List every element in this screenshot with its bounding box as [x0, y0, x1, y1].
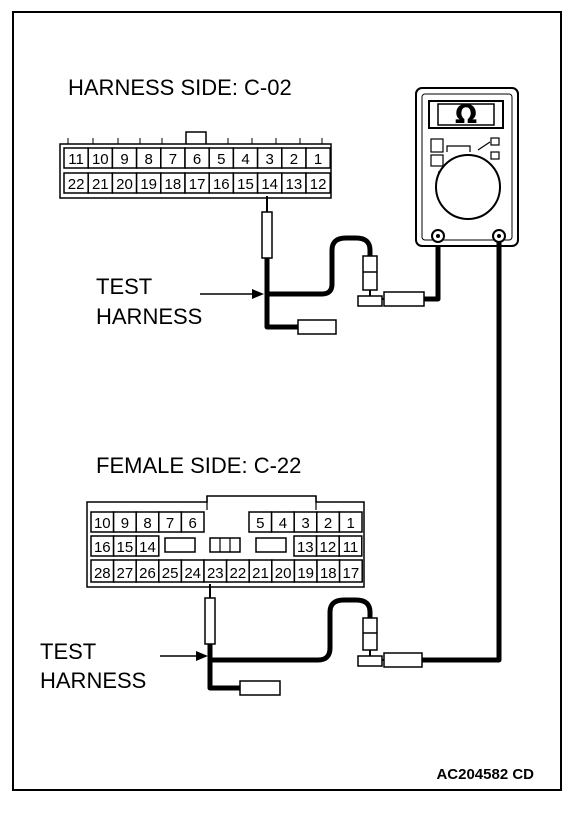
meter-return-wire [420, 242, 502, 663]
connector-bottom-title: FEMALE SIDE: C-22 [96, 453, 301, 478]
test-harness-bottom-line2: HARNESS [40, 668, 146, 693]
cavity-top-12 [305, 172, 331, 194]
cavity-bottom-13-label: 13 [297, 539, 314, 556]
cavity-bottom-19-label: 19 [297, 565, 314, 582]
cavity-top-9-label: 9 [120, 151, 128, 168]
ohm-symbol-icon: Ω [455, 100, 477, 130]
cavity-top-6-label: 6 [193, 151, 201, 168]
cavity-bottom-17 [338, 559, 363, 583]
connector-top-title: HARNESS SIDE: C-02 [68, 75, 292, 100]
cavity-top-10-label: 10 [92, 151, 109, 168]
cavity-top-2-label: 2 [290, 151, 298, 168]
cavity-top-18-label: 18 [165, 176, 182, 193]
cavity-bottom-3-label: 3 [301, 515, 309, 532]
cavity-top-16-label: 16 [213, 176, 230, 193]
cavity-top-12-label: 12 [310, 176, 327, 193]
cavity-bottom-1 [338, 511, 363, 533]
cavity-bottom-27-label: 27 [117, 565, 134, 582]
cavity-bottom-9-label: 9 [121, 515, 129, 532]
cavity-top-8-label: 8 [145, 151, 153, 168]
arrow-bottom [160, 651, 208, 661]
cavity-bottom-8-label: 8 [143, 515, 151, 532]
cavity-bottom-6 [180, 511, 205, 533]
cavity-top-1-label: 1 [314, 151, 322, 168]
cavity-bottom-14-label: 14 [139, 539, 156, 556]
cavity-bottom-11 [338, 535, 363, 557]
cavity-bottom-26-label: 26 [139, 565, 156, 582]
cavity-bottom-17-label: 17 [343, 565, 360, 582]
figure-code: AC204582 CD [436, 766, 534, 783]
cavity-top-5-label: 5 [217, 151, 225, 168]
cavity-bottom-4-label: 4 [279, 515, 287, 532]
cavity-bottom-21-label: 21 [252, 565, 269, 582]
multimeter: Ω [415, 87, 519, 247]
cavity-bottom-1-label: 1 [347, 515, 355, 532]
cavity-bottom-20-label: 20 [275, 565, 292, 582]
test-harness-bottom [204, 584, 423, 696]
cavity-top-13-label: 13 [286, 176, 303, 193]
figure-frame [12, 11, 562, 791]
cavity-bottom-2-label: 2 [324, 515, 332, 532]
cavity-bottom-11-label: 11 [343, 539, 359, 556]
test-harness-bottom-line1: TEST [40, 639, 96, 664]
cavity-bottom-25-label: 25 [162, 565, 179, 582]
cavity-top-7-label: 7 [169, 151, 177, 168]
cavity-bottom-16-label: 16 [94, 539, 111, 556]
cavity-bottom-6-label: 6 [189, 515, 197, 532]
cavity-top-20-label: 20 [116, 176, 133, 193]
cavity-top-14-label: 14 [261, 176, 278, 193]
test-harness-top-line2: HARNESS [96, 304, 202, 329]
cavity-bottom-23-label: 23 [207, 565, 224, 582]
cavity-top-3-label: 3 [266, 151, 274, 168]
cavity-top-19-label: 19 [140, 176, 157, 193]
arrow-top [200, 289, 264, 299]
cavity-bottom-10-label: 10 [94, 515, 111, 532]
cavity-top-4-label: 4 [241, 151, 249, 168]
cavity-bottom-7-label: 7 [166, 515, 174, 532]
cavity-bottom-12-label: 12 [320, 539, 337, 556]
test-harness-top [261, 196, 441, 335]
test-harness-top-line1: TEST [96, 274, 152, 299]
cavity-bottom-24-label: 24 [184, 565, 201, 582]
cavity-top-15-label: 15 [237, 176, 254, 193]
cavity-top-21-label: 21 [92, 176, 109, 193]
cavity-bottom-15-label: 15 [117, 539, 134, 556]
cavity-top-17-label: 17 [189, 176, 206, 193]
cavity-top-22-label: 22 [68, 176, 85, 193]
cavity-bottom-28-label: 28 [94, 565, 111, 582]
cavity-bottom-22-label: 22 [230, 565, 247, 582]
cavity-top-11-label: 11 [68, 151, 84, 168]
cavity-bottom-18-label: 18 [320, 565, 337, 582]
cavity-bottom-14 [135, 535, 160, 557]
cavity-top-1 [305, 147, 331, 169]
cavity-bottom-5-label: 5 [256, 515, 264, 532]
connector-top-row2: 22 21 20 19 18 17 16 15 14 13 12 [63, 172, 331, 194]
